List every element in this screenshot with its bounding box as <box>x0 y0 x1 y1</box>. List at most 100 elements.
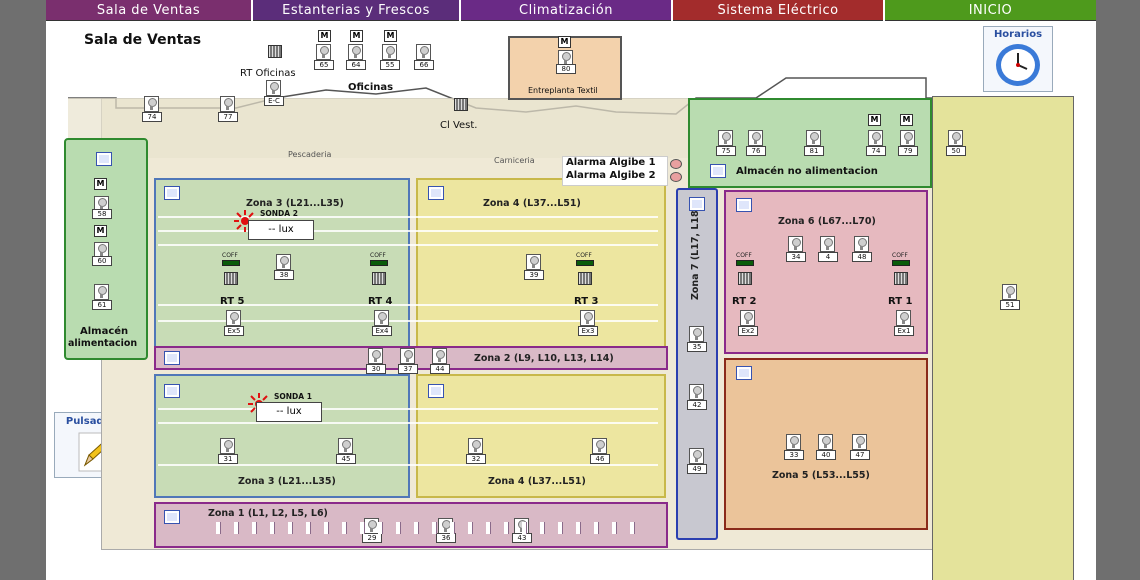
lamp-icon[interactable] <box>558 50 573 66</box>
zone-1-select[interactable] <box>164 510 180 524</box>
lamp-icon[interactable] <box>416 44 431 60</box>
lamp-icon[interactable] <box>94 284 109 300</box>
clock-icon <box>996 44 1040 86</box>
tab-climatizacion[interactable]: Climatización <box>461 0 671 21</box>
lamp-icon[interactable] <box>592 438 607 454</box>
coff-switch[interactable] <box>576 260 594 266</box>
lamp-icon[interactable] <box>266 80 281 96</box>
lamp-icon[interactable] <box>718 130 733 146</box>
lamp-icon[interactable] <box>689 384 704 400</box>
lamp-icon[interactable] <box>852 434 867 450</box>
rt-5-icon[interactable] <box>224 272 238 285</box>
lamp-icon[interactable] <box>348 44 363 60</box>
lamp-icon[interactable] <box>580 310 595 326</box>
lamp-number: 48 <box>852 252 872 262</box>
lamp-icon[interactable] <box>276 254 291 270</box>
lamp-icon[interactable] <box>900 130 915 146</box>
tab-sistema-electrico[interactable]: Sistema Eléctrico <box>673 0 883 21</box>
lamp-icon[interactable] <box>854 236 869 252</box>
lamp-number: 51 <box>1000 300 1020 310</box>
almacen-alim-select[interactable] <box>96 152 112 166</box>
lamp-icon[interactable] <box>786 434 801 450</box>
lamp-icon[interactable] <box>740 310 755 326</box>
zone-3-bottom-select[interactable] <box>164 384 180 398</box>
lamp-icon[interactable] <box>748 130 763 146</box>
tab-sala-de-ventas[interactable]: Sala de Ventas <box>46 0 251 21</box>
zone-5-select[interactable] <box>736 366 752 380</box>
zone-4-top-select[interactable] <box>428 186 444 200</box>
lamp-icon[interactable] <box>788 236 803 252</box>
lamp-icon[interactable] <box>368 348 383 364</box>
zone-4-bottom-select[interactable] <box>428 384 444 398</box>
lamp-icon[interactable] <box>432 348 447 364</box>
zone-6-select[interactable] <box>736 198 752 212</box>
lamp-number: 39 <box>524 270 544 280</box>
lamp-number: 45 <box>336 454 356 464</box>
rt-oficinas-icon[interactable] <box>268 45 282 58</box>
horarios-button[interactable]: Horarios <box>983 26 1053 92</box>
lamp-icon[interactable] <box>948 130 963 146</box>
lamp-number: Ex4 <box>372 326 392 336</box>
m-badge[interactable]: M <box>318 30 331 42</box>
lamp-icon[interactable] <box>226 310 241 326</box>
lamp-icon[interactable] <box>220 438 235 454</box>
lamp-icon[interactable] <box>468 438 483 454</box>
zone-2-select[interactable] <box>164 351 180 365</box>
coff-switch[interactable] <box>222 260 240 266</box>
lamp-icon[interactable] <box>338 438 353 454</box>
alarmas-panel <box>562 156 668 186</box>
lamp-icon[interactable] <box>220 96 235 112</box>
lamp-number: 35 <box>687 342 707 352</box>
lamp-icon[interactable] <box>374 310 389 326</box>
lamp-icon[interactable] <box>526 254 541 270</box>
zone-7-select[interactable] <box>689 197 705 211</box>
m-badge[interactable]: M <box>900 114 913 126</box>
rt-3-icon[interactable] <box>578 272 592 285</box>
lamp-number: 43 <box>512 533 532 543</box>
lamp-icon[interactable] <box>94 242 109 258</box>
sonda-2-value: -- lux <box>248 220 314 240</box>
lamp-number: 34 <box>786 252 806 262</box>
tab-inicio[interactable]: INICIO <box>885 0 1096 21</box>
zone-3-bottom: Zona 3 (L21...L35) <box>154 374 410 498</box>
lamp-number: 44 <box>430 364 450 374</box>
m-badge[interactable]: M <box>868 114 881 126</box>
almacen-no-select[interactable] <box>710 164 726 178</box>
lamp-icon[interactable] <box>144 96 159 112</box>
cl-vest-icon[interactable] <box>454 98 468 111</box>
lamp-number: 61 <box>92 300 112 310</box>
lamp-icon[interactable] <box>94 196 109 212</box>
rt-1-icon[interactable] <box>894 272 908 285</box>
m-badge[interactable]: M <box>350 30 363 42</box>
lamp-icon[interactable] <box>689 448 704 464</box>
oficinas-label: Oficinas <box>348 82 394 93</box>
lamp-icon[interactable] <box>316 44 331 60</box>
lamp-icon[interactable] <box>806 130 821 146</box>
lamp-icon[interactable] <box>689 326 704 342</box>
zone-3-top-select[interactable] <box>164 186 180 200</box>
lamp-icon[interactable] <box>1002 284 1017 300</box>
carniceria-label: Carniceria <box>494 156 535 165</box>
m-badge[interactable]: M <box>558 36 571 48</box>
lamp-icon[interactable] <box>868 130 883 146</box>
coff-switch[interactable] <box>736 260 754 266</box>
zone-right-yellow <box>932 96 1074 580</box>
rt-2-icon[interactable] <box>738 272 752 285</box>
rt-4-icon[interactable] <box>372 272 386 285</box>
lamp-icon[interactable] <box>400 348 415 364</box>
lamp-number: 79 <box>898 146 918 156</box>
lamp-icon[interactable] <box>818 434 833 450</box>
m-badge[interactable]: M <box>94 225 107 237</box>
lamp-icon[interactable] <box>896 310 911 326</box>
tab-estanterias-y-frescos[interactable]: Estanterias y Frescos <box>253 0 459 21</box>
coff-switch[interactable] <box>892 260 910 266</box>
zone-4-bottom-label: Zona 4 (L37...L51) <box>488 476 586 487</box>
coff-label: COFF <box>222 252 238 259</box>
lamp-icon[interactable] <box>820 236 835 252</box>
coff-switch[interactable] <box>370 260 388 266</box>
m-badge[interactable]: M <box>384 30 397 42</box>
m-badge[interactable]: M <box>94 178 107 190</box>
lamp-icon[interactable] <box>382 44 397 60</box>
horarios-label: Horarios <box>993 29 1043 40</box>
zone-3-bottom-label: Zona 3 (L21...L35) <box>238 476 336 487</box>
